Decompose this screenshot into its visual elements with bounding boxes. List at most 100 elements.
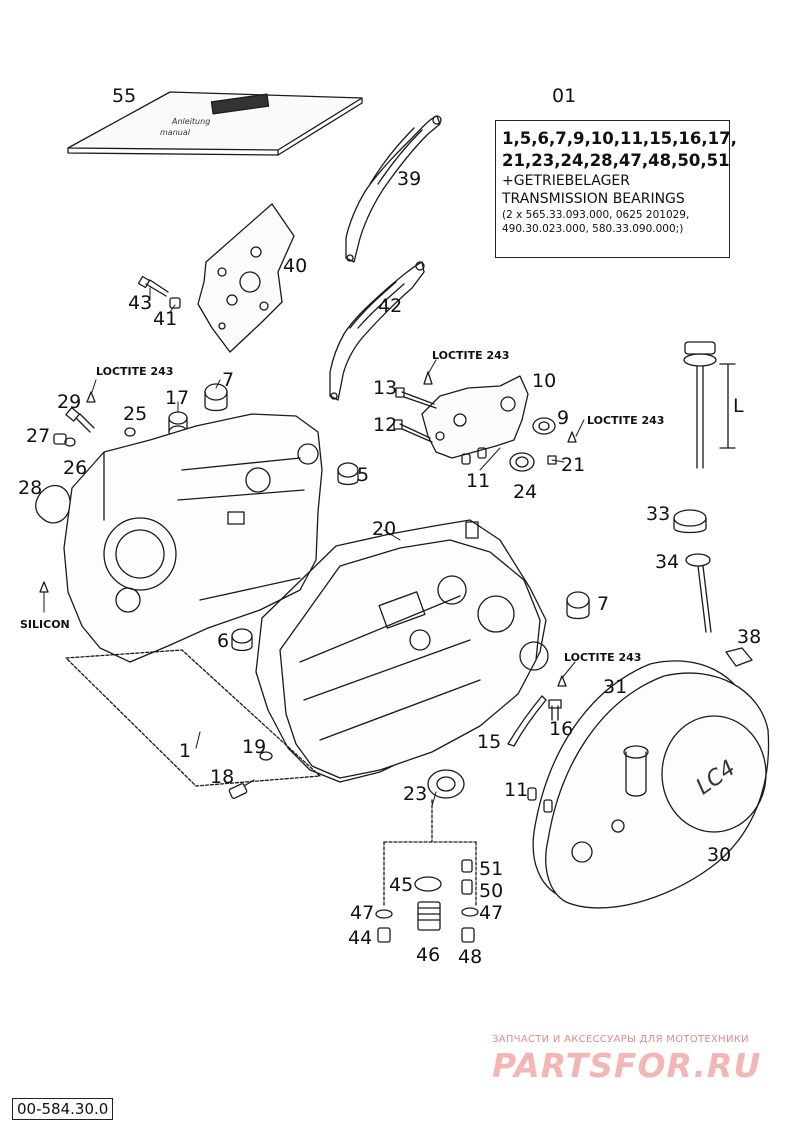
part-23-bearing <box>427 769 465 799</box>
part-38-clip <box>725 647 753 667</box>
label-17: 17 <box>165 387 190 409</box>
part-47-oring-a <box>375 909 393 919</box>
part-39-chain-guide <box>345 115 442 263</box>
kit-line-3: +GETRIEBELAGER <box>502 173 631 189</box>
label-26: 26 <box>63 457 88 479</box>
label-16: 16 <box>549 718 574 740</box>
label-42: 42 <box>378 295 403 317</box>
assembly-lines <box>65 649 477 907</box>
label-47a: 47 <box>350 902 375 924</box>
label-L: L <box>733 395 744 417</box>
part-25-ring <box>124 427 136 437</box>
label-27: 27 <box>26 425 51 447</box>
kit-contents-box: 1,5,6,7,9,10,11,15,16,17, 21,23,24,28,47… <box>495 120 737 258</box>
label-41: 41 <box>153 308 178 330</box>
part-26-washer <box>64 437 76 447</box>
part-11-dowels <box>461 447 487 465</box>
label-44: 44 <box>348 927 373 949</box>
part-50-spring <box>461 879 473 895</box>
part-7-bushing-top <box>204 383 228 412</box>
part-30-clutch-cover: LC4 <box>545 672 770 909</box>
label-18: 18 <box>210 766 235 788</box>
manual-text-2: manual <box>160 128 191 137</box>
kit-line-4: TRANSMISSION BEARINGS <box>502 191 685 207</box>
part-47-oring-b <box>461 907 479 917</box>
part-34-oring <box>685 553 711 567</box>
label-45: 45 <box>389 874 414 896</box>
part-5-bushing <box>337 462 359 486</box>
label-38: 38 <box>737 626 762 648</box>
part-1-crankcase-left <box>63 413 323 663</box>
label-9: 9 <box>557 407 570 429</box>
label-50: 50 <box>479 880 504 902</box>
label-23: 23 <box>403 783 428 805</box>
part-19-washer <box>259 751 273 761</box>
note-loctite-4: LOCTITE 243 <box>564 651 642 664</box>
part-55-manual: Anleitung manual <box>67 91 363 156</box>
label-55: 55 <box>112 85 137 107</box>
label-11b: 11 <box>504 779 529 801</box>
label-34: 34 <box>655 551 680 573</box>
kit-line-5: (2 x 565.33.093.000, 0625 201029, <box>502 209 690 221</box>
kit-line-6: 490.30.023.000, 580.33.090.000;) <box>502 223 684 235</box>
part-42-chain-guide <box>329 261 425 401</box>
part-9-bearing <box>532 417 556 435</box>
reference-number: 00-584.30.0 <box>12 1098 114 1120</box>
watermark-tagline: ЗАПЧАСТИ И АКСЕССУАРЫ ДЛЯ МОТОТЕХНИКИ <box>492 1034 749 1045</box>
manual-text-1: Anleitung <box>171 117 210 126</box>
label-1: 1 <box>179 740 192 762</box>
label-10: 10 <box>532 370 557 392</box>
part-43-screw <box>137 275 169 297</box>
part-crankcase-right <box>279 521 549 779</box>
dipstick <box>683 341 736 469</box>
label-29: 29 <box>57 391 82 413</box>
part-15-guide <box>507 695 547 747</box>
part-6-bushing <box>231 628 253 652</box>
part-46-filter <box>417 901 441 931</box>
label-12: 12 <box>373 414 398 436</box>
part-28-gasket <box>35 484 71 524</box>
kit-line-2: 21,23,24,28,47,48,50,51 <box>502 151 730 170</box>
part-40-plate <box>197 203 295 353</box>
label-6: 6 <box>217 630 230 652</box>
label-39: 39 <box>397 168 422 190</box>
label-48: 48 <box>458 946 483 968</box>
label-47b: 47 <box>479 902 504 924</box>
label-7a: 7 <box>222 369 235 391</box>
watermark-logo: PARTSFOR.RU <box>492 1046 762 1085</box>
part-48-plug <box>461 927 475 943</box>
note-loctite-3: LOCTITE 243 <box>96 365 174 378</box>
label-31: 31 <box>603 676 628 698</box>
note-loctite-1: LOCTITE 243 <box>432 349 510 362</box>
label-43: 43 <box>128 292 153 314</box>
kit-line-1: 1,5,6,7,9,10,11,15,16,17, <box>502 129 737 148</box>
label-15: 15 <box>477 731 502 753</box>
part-11-dowels-b <box>527 787 553 813</box>
part-21-screw <box>547 455 557 465</box>
label-11a: 11 <box>466 470 491 492</box>
part-16-bolt <box>548 699 562 721</box>
label-30: 30 <box>707 844 732 866</box>
label-33: 33 <box>646 503 671 525</box>
part-33-plug <box>673 509 707 534</box>
label-21: 21 <box>561 454 586 476</box>
part-24-seal <box>509 452 535 472</box>
label-40: 40 <box>283 255 308 277</box>
part-44-plug <box>377 927 391 943</box>
label-24: 24 <box>513 481 538 503</box>
part-45-oring <box>414 876 442 892</box>
part-41-dowel <box>169 297 181 309</box>
part-10-pump <box>421 375 529 459</box>
label-25: 25 <box>123 403 148 425</box>
part-29-screw <box>65 407 95 433</box>
label-51: 51 <box>479 858 504 880</box>
part-27-plug <box>53 433 67 445</box>
label-13: 13 <box>373 377 398 399</box>
part-13-bolt <box>395 387 437 409</box>
label-5: 5 <box>357 464 370 486</box>
note-silicon: SILICON <box>20 618 70 631</box>
label-28: 28 <box>18 477 43 499</box>
label-7b: 7 <box>597 593 610 615</box>
label-01: 01 <box>552 85 577 107</box>
